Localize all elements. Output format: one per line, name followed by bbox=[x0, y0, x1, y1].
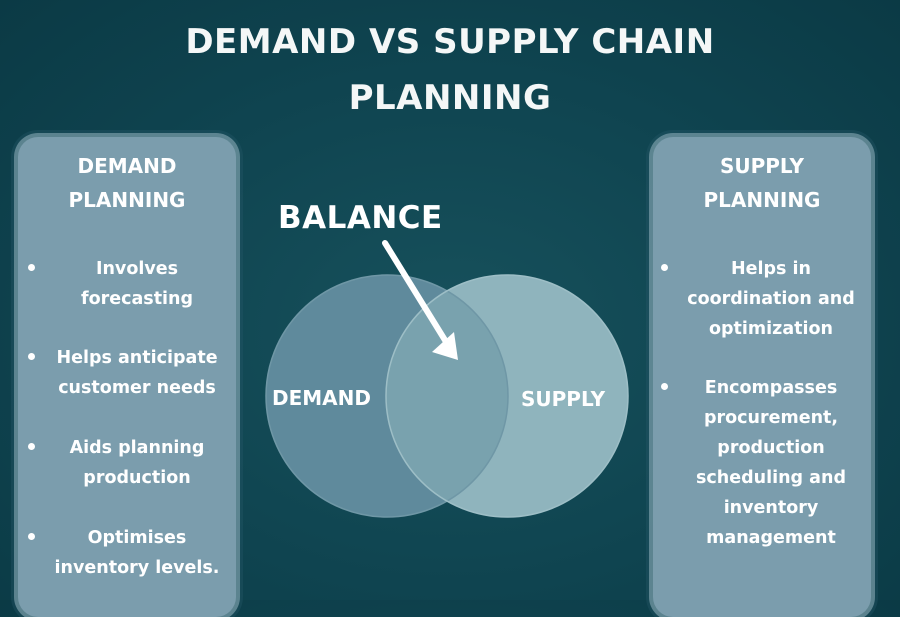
demand-bullet-2-text: Helps anticipate customer needs bbox=[44, 343, 230, 403]
supply-panel-title-line-2: PLANNING bbox=[703, 188, 821, 212]
page-title: DEMAND VS SUPPLY CHAIN PLANNING bbox=[0, 14, 900, 126]
bullet-dot-icon bbox=[28, 533, 35, 540]
demand-panel-title-line-1: DEMAND bbox=[77, 154, 177, 178]
demand-bullet-3-line-2: production bbox=[83, 468, 191, 488]
demand-bullet-1-text: Involves forecasting bbox=[44, 254, 230, 314]
demand-bullet-2-line-2: customer needs bbox=[58, 378, 216, 398]
supply-bullet-2-line-6: management bbox=[706, 528, 836, 548]
title-line-2: PLANNING bbox=[348, 78, 552, 118]
demand-bullet-2-line-1: Helps anticipate bbox=[56, 348, 218, 368]
bullet-dot-icon bbox=[28, 353, 35, 360]
demand-panel-title: DEMAND PLANNING bbox=[18, 149, 236, 217]
demand-circle-label: DEMAND bbox=[272, 386, 371, 410]
supply-panel-title: SUPPLY PLANNING bbox=[653, 149, 871, 217]
supply-bullet-2-line-5: inventory bbox=[723, 498, 819, 518]
demand-planning-panel: DEMAND PLANNING Involves forecasting Hel… bbox=[18, 137, 236, 617]
demand-bullet-3-text: Aids planning production bbox=[44, 433, 230, 493]
supply-bullet-1-line-1: Helps in bbox=[730, 259, 811, 279]
supply-planning-panel: SUPPLY PLANNING Helps in coordination an… bbox=[653, 137, 871, 617]
supply-bullet-1-line-3: optimization bbox=[709, 319, 833, 339]
supply-bullet-2-line-3: production bbox=[717, 438, 825, 458]
supply-bullet-2-line-2: procurement, bbox=[703, 408, 839, 428]
supply-circle-label: SUPPLY bbox=[521, 387, 606, 411]
supply-bullet-2-line-4: scheduling and bbox=[696, 468, 846, 488]
demand-panel-title-line-2: PLANNING bbox=[68, 188, 186, 212]
demand-bullet-1-line-2: forecasting bbox=[80, 289, 194, 309]
venn-diagram bbox=[265, 240, 629, 518]
bullet-dot-icon bbox=[28, 443, 35, 450]
balance-arrow-shaft bbox=[382, 240, 451, 348]
supply-bullet-2-text: Encompasses procurement, production sche… bbox=[675, 373, 867, 553]
balance-label: BALANCE bbox=[278, 200, 443, 236]
demand-bullet-4-line-1: Optimises bbox=[87, 528, 187, 548]
title-line-1: DEMAND VS SUPPLY CHAIN bbox=[185, 22, 715, 62]
bullet-dot-icon bbox=[661, 383, 668, 390]
supply-circle-outline bbox=[385, 274, 629, 518]
balance-arrow-head-icon bbox=[432, 332, 458, 360]
demand-bullet-4-text: Optimises inventory levels. bbox=[44, 523, 230, 583]
bullet-dot-icon bbox=[28, 264, 35, 271]
overlap-region bbox=[386, 275, 508, 517]
supply-bullet-1-text: Helps in coordination and optimization bbox=[675, 254, 867, 344]
supply-bullet-1-line-2: coordination and bbox=[687, 289, 855, 309]
demand-bullet-3-line-1: Aids planning bbox=[69, 438, 205, 458]
supply-panel-title-line-1: SUPPLY bbox=[719, 154, 805, 178]
demand-bullet-1-line-1: Involves bbox=[95, 259, 179, 279]
demand-circle-outline bbox=[265, 274, 509, 518]
demand-bullet-4-line-2: inventory levels. bbox=[54, 558, 220, 578]
bullet-dot-icon bbox=[661, 264, 668, 271]
supply-bullet-2-line-1: Encompasses bbox=[704, 378, 838, 398]
